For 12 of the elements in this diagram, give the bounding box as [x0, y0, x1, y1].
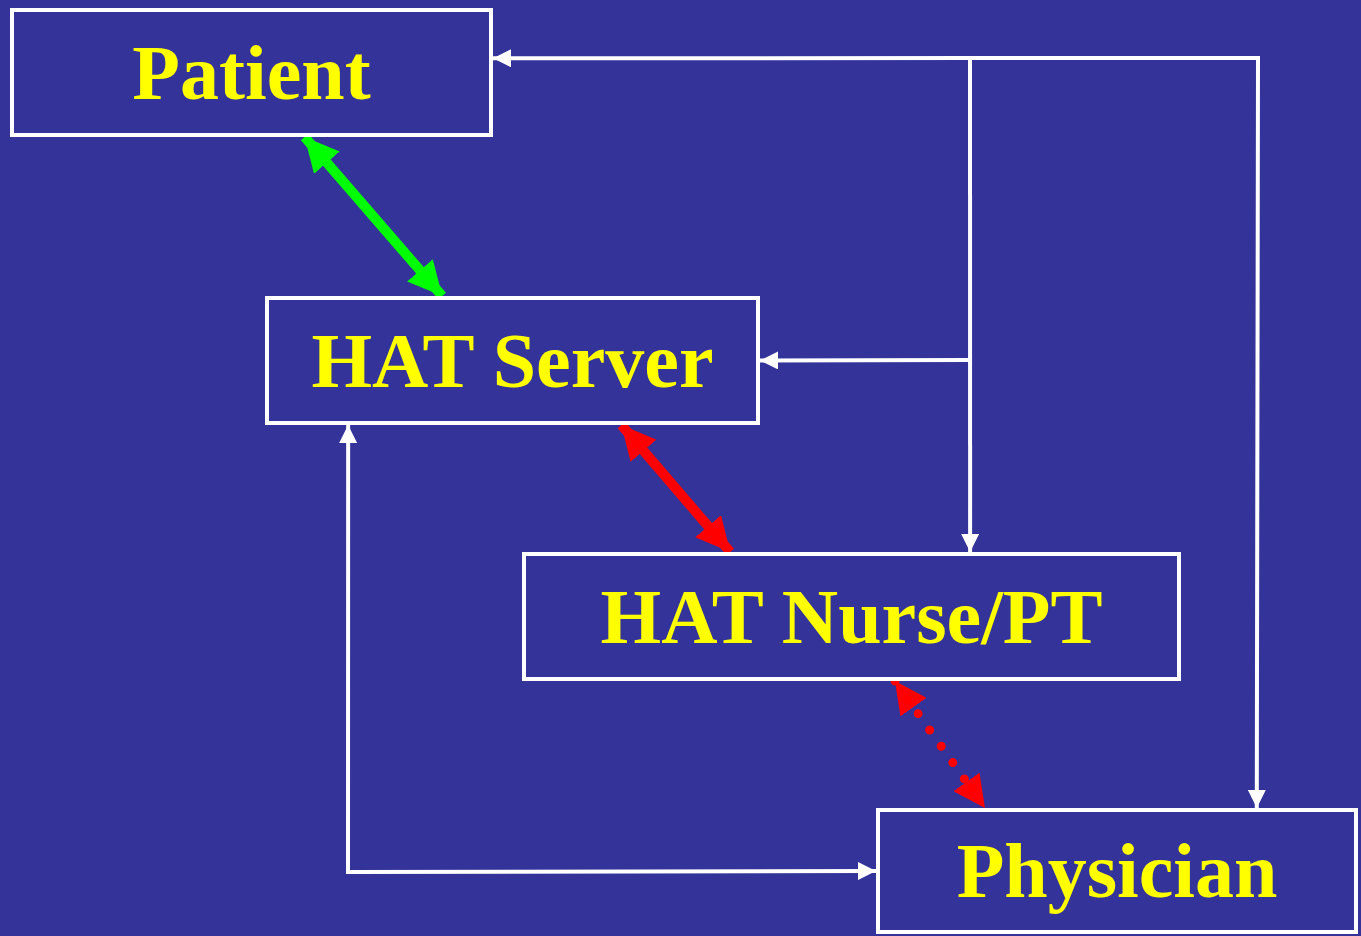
- arrow: [493, 49, 970, 68]
- arrow: [970, 56, 1266, 808]
- process-box: [10, 8, 493, 137]
- arrow: [760, 351, 970, 370]
- process-box: [522, 552, 1181, 681]
- process-box: [876, 808, 1358, 934]
- node-label: HAT Server: [311, 321, 714, 400]
- node-label: HAT Nurse/PT: [600, 577, 1103, 656]
- node-label: Patient: [132, 33, 371, 112]
- arrow: [339, 425, 876, 881]
- process-box: [265, 296, 760, 425]
- arrow: [961, 58, 980, 552]
